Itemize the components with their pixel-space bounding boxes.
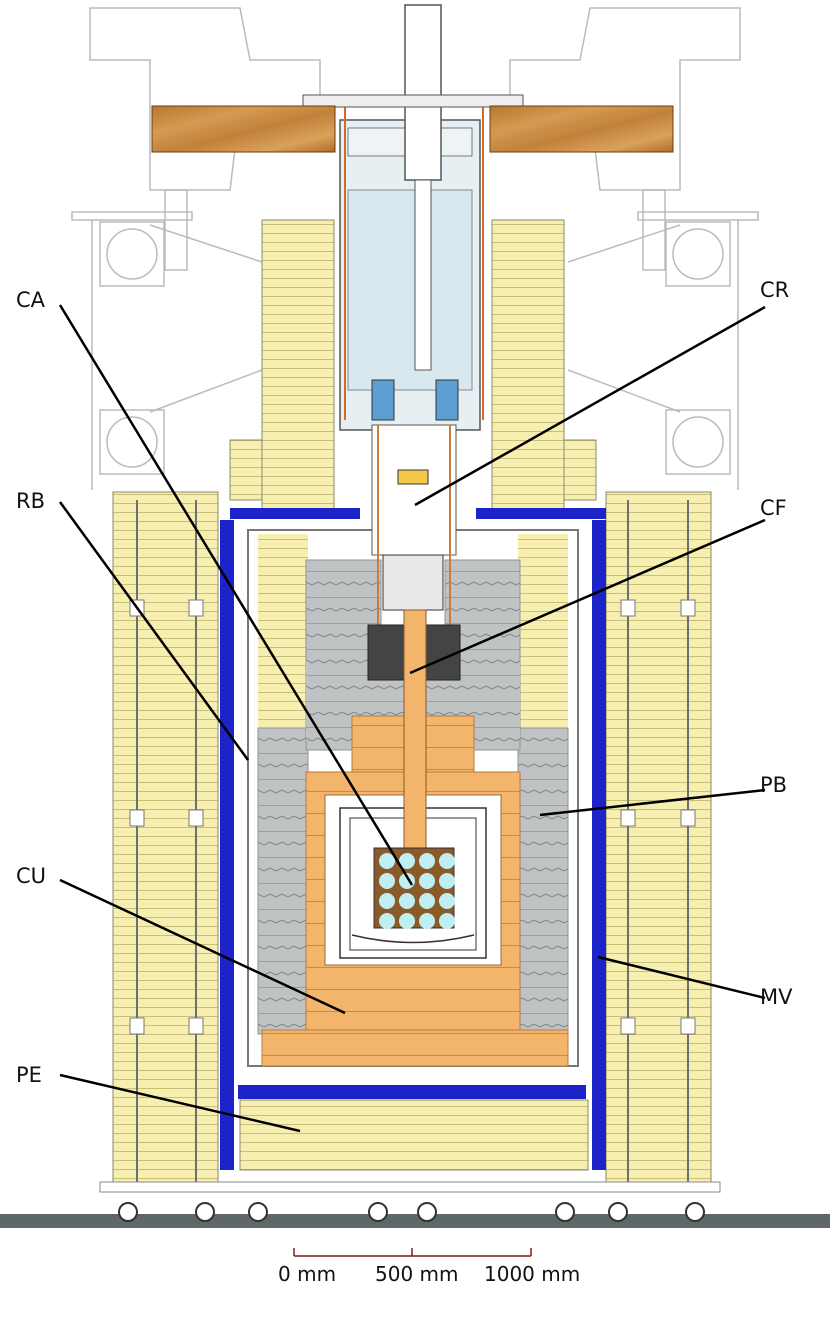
label-mv: MV — [760, 985, 793, 1009]
wooden-beams — [151, 105, 674, 153]
support-frame — [71, 7, 759, 490]
label-cr: CR — [760, 278, 789, 302]
label-ca: CA — [16, 288, 46, 312]
outer-polyethylene-shield — [112, 491, 712, 1188]
scale-bar — [293, 1248, 532, 1257]
leader-lines — [58, 304, 766, 1133]
muon-veto-panels — [220, 508, 606, 1170]
scale-tick-label-1000: 1000 mm — [484, 1262, 580, 1286]
label-rb: RB — [16, 489, 45, 513]
leader-line-cf — [409, 518, 766, 675]
leader-line-cr — [414, 305, 766, 507]
cryostat — [302, 4, 524, 431]
label-pe: PE — [16, 1063, 42, 1087]
leader-line-cu — [59, 878, 346, 1015]
crystal-array — [373, 847, 455, 929]
leader-line-pb — [539, 788, 766, 817]
scale-tick-label-500: 500 mm — [375, 1262, 459, 1286]
floor-and-wheels — [0, 1181, 830, 1228]
leader-line-ca — [58, 304, 414, 886]
scale-tick-label-0: 0 mm — [278, 1262, 336, 1286]
leader-line-rb — [58, 501, 250, 761]
inner-polyethylene — [239, 534, 589, 1171]
leader-line-mv — [597, 955, 766, 1000]
label-cf: CF — [760, 496, 787, 520]
upper-polyethylene-towers — [229, 219, 597, 511]
leader-line-pe — [59, 1073, 301, 1133]
label-pb: PB — [760, 773, 787, 797]
label-cu: CU — [16, 864, 46, 888]
